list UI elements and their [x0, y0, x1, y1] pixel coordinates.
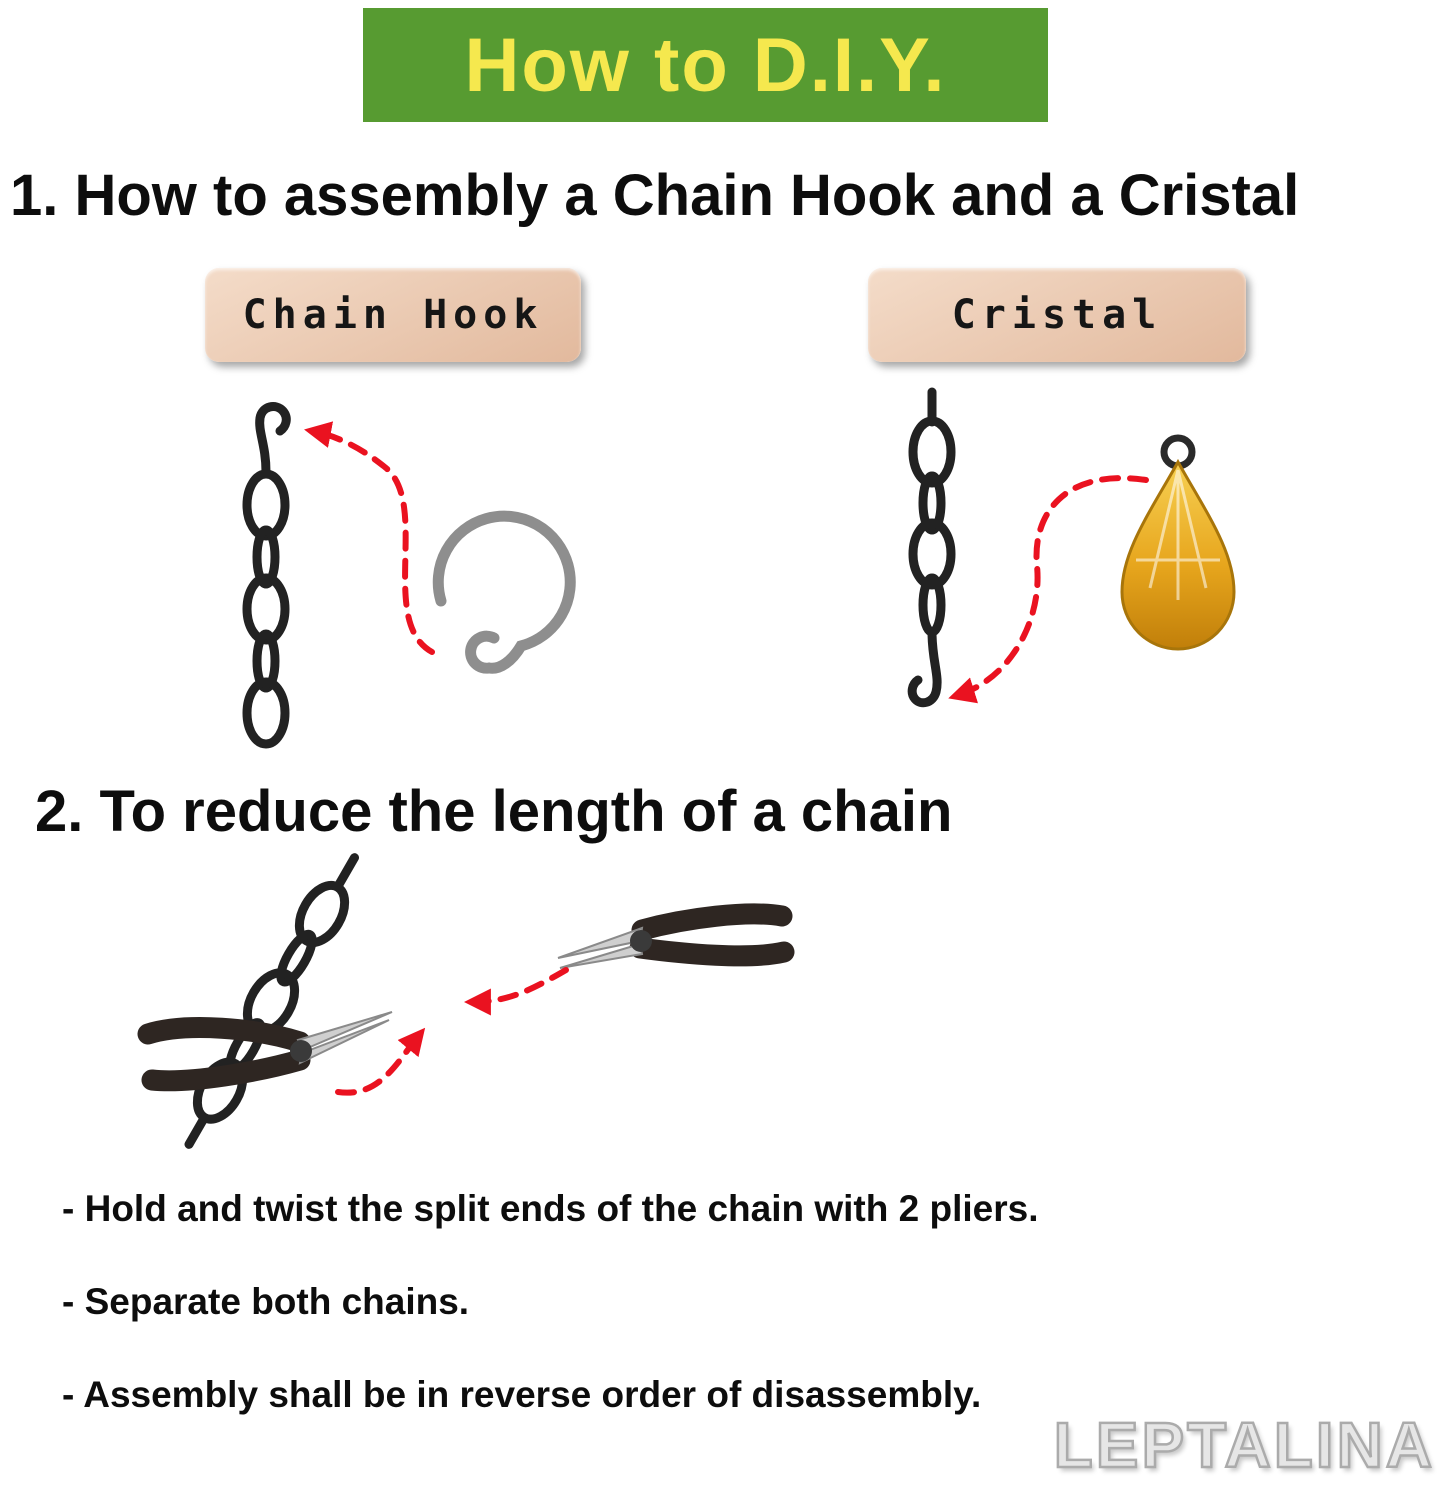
chain-hook-label-text: Chain Hook: [242, 292, 544, 338]
assembly-arrow-right: [948, 475, 1149, 704]
crystal-facets: [1136, 469, 1220, 600]
cristal-illustration: [907, 387, 1236, 708]
bullet-1: - Hold and twist the split ends of the c…: [62, 1188, 1039, 1229]
pliers-right-icon: [557, 903, 795, 969]
diagonal-chain-icon: [184, 853, 359, 1149]
banner-title: How to D.I.Y.: [464, 22, 947, 108]
reduce-length-illustration: [137, 853, 795, 1149]
chain-icon: [242, 402, 291, 749]
pliers-left-icon: [137, 1011, 393, 1092]
cristal-label: Cristal: [868, 268, 1246, 362]
cristal-label-text: Cristal: [951, 292, 1163, 338]
bullet-2: - Separate both chains.: [62, 1281, 470, 1322]
chain-hook-illustration: [242, 402, 576, 749]
instruction-bullets: - Hold and twist the split ends of the c…: [62, 1188, 1412, 1467]
bullet-3: - Assembly shall be in reverse order of …: [62, 1374, 982, 1415]
chain-icon-right: [907, 387, 956, 708]
section2-heading: 2. To reduce the length of a chain: [35, 779, 953, 844]
brand-watermark: LEPTALINA: [1052, 1408, 1435, 1483]
twist-arrow-left: [335, 1027, 426, 1096]
section1-heading: 1. How to assembly a Chain Hook and a Cr…: [10, 163, 1300, 228]
twist-arrow-right: [463, 967, 569, 1016]
banner: How to D.I.Y.: [363, 8, 1048, 122]
chain-hook-label: Chain Hook: [205, 268, 581, 362]
assembly-arrow-left: [304, 421, 435, 655]
ceiling-hook-icon: [432, 510, 576, 674]
